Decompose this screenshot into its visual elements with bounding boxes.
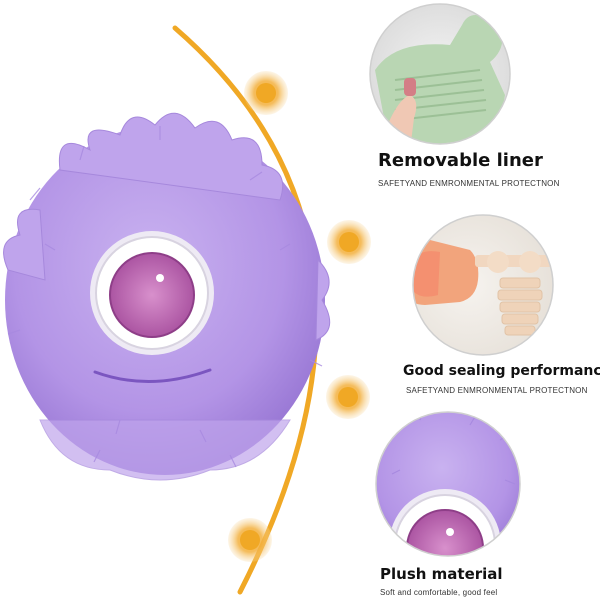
timeline-dot-4 [228, 518, 272, 562]
feature-title-plush-material: Plush material [380, 565, 503, 583]
feature-subtitle-removable-liner: SAFETYAND ENMRONMENTAL PROTECTNON [378, 179, 560, 188]
feature-title-sealing: Good sealing performance [403, 363, 600, 379]
feature-subtitle-plush-material: Soft and comfortable, good feel [380, 588, 498, 597]
bottle-stopper-icon [412, 214, 554, 356]
timeline-dot-1 [244, 71, 288, 115]
feature-subtitle-sealing: SAFETYAND ENMRONMENTAL PROTECTNON [406, 386, 588, 395]
timeline-dot-3 [326, 375, 370, 419]
silicone-liner-icon [369, 3, 511, 145]
timeline-dot-2 [327, 220, 371, 264]
feature-title-removable-liner: Removable liner [378, 150, 543, 171]
plush-monster-icon [3, 112, 331, 481]
